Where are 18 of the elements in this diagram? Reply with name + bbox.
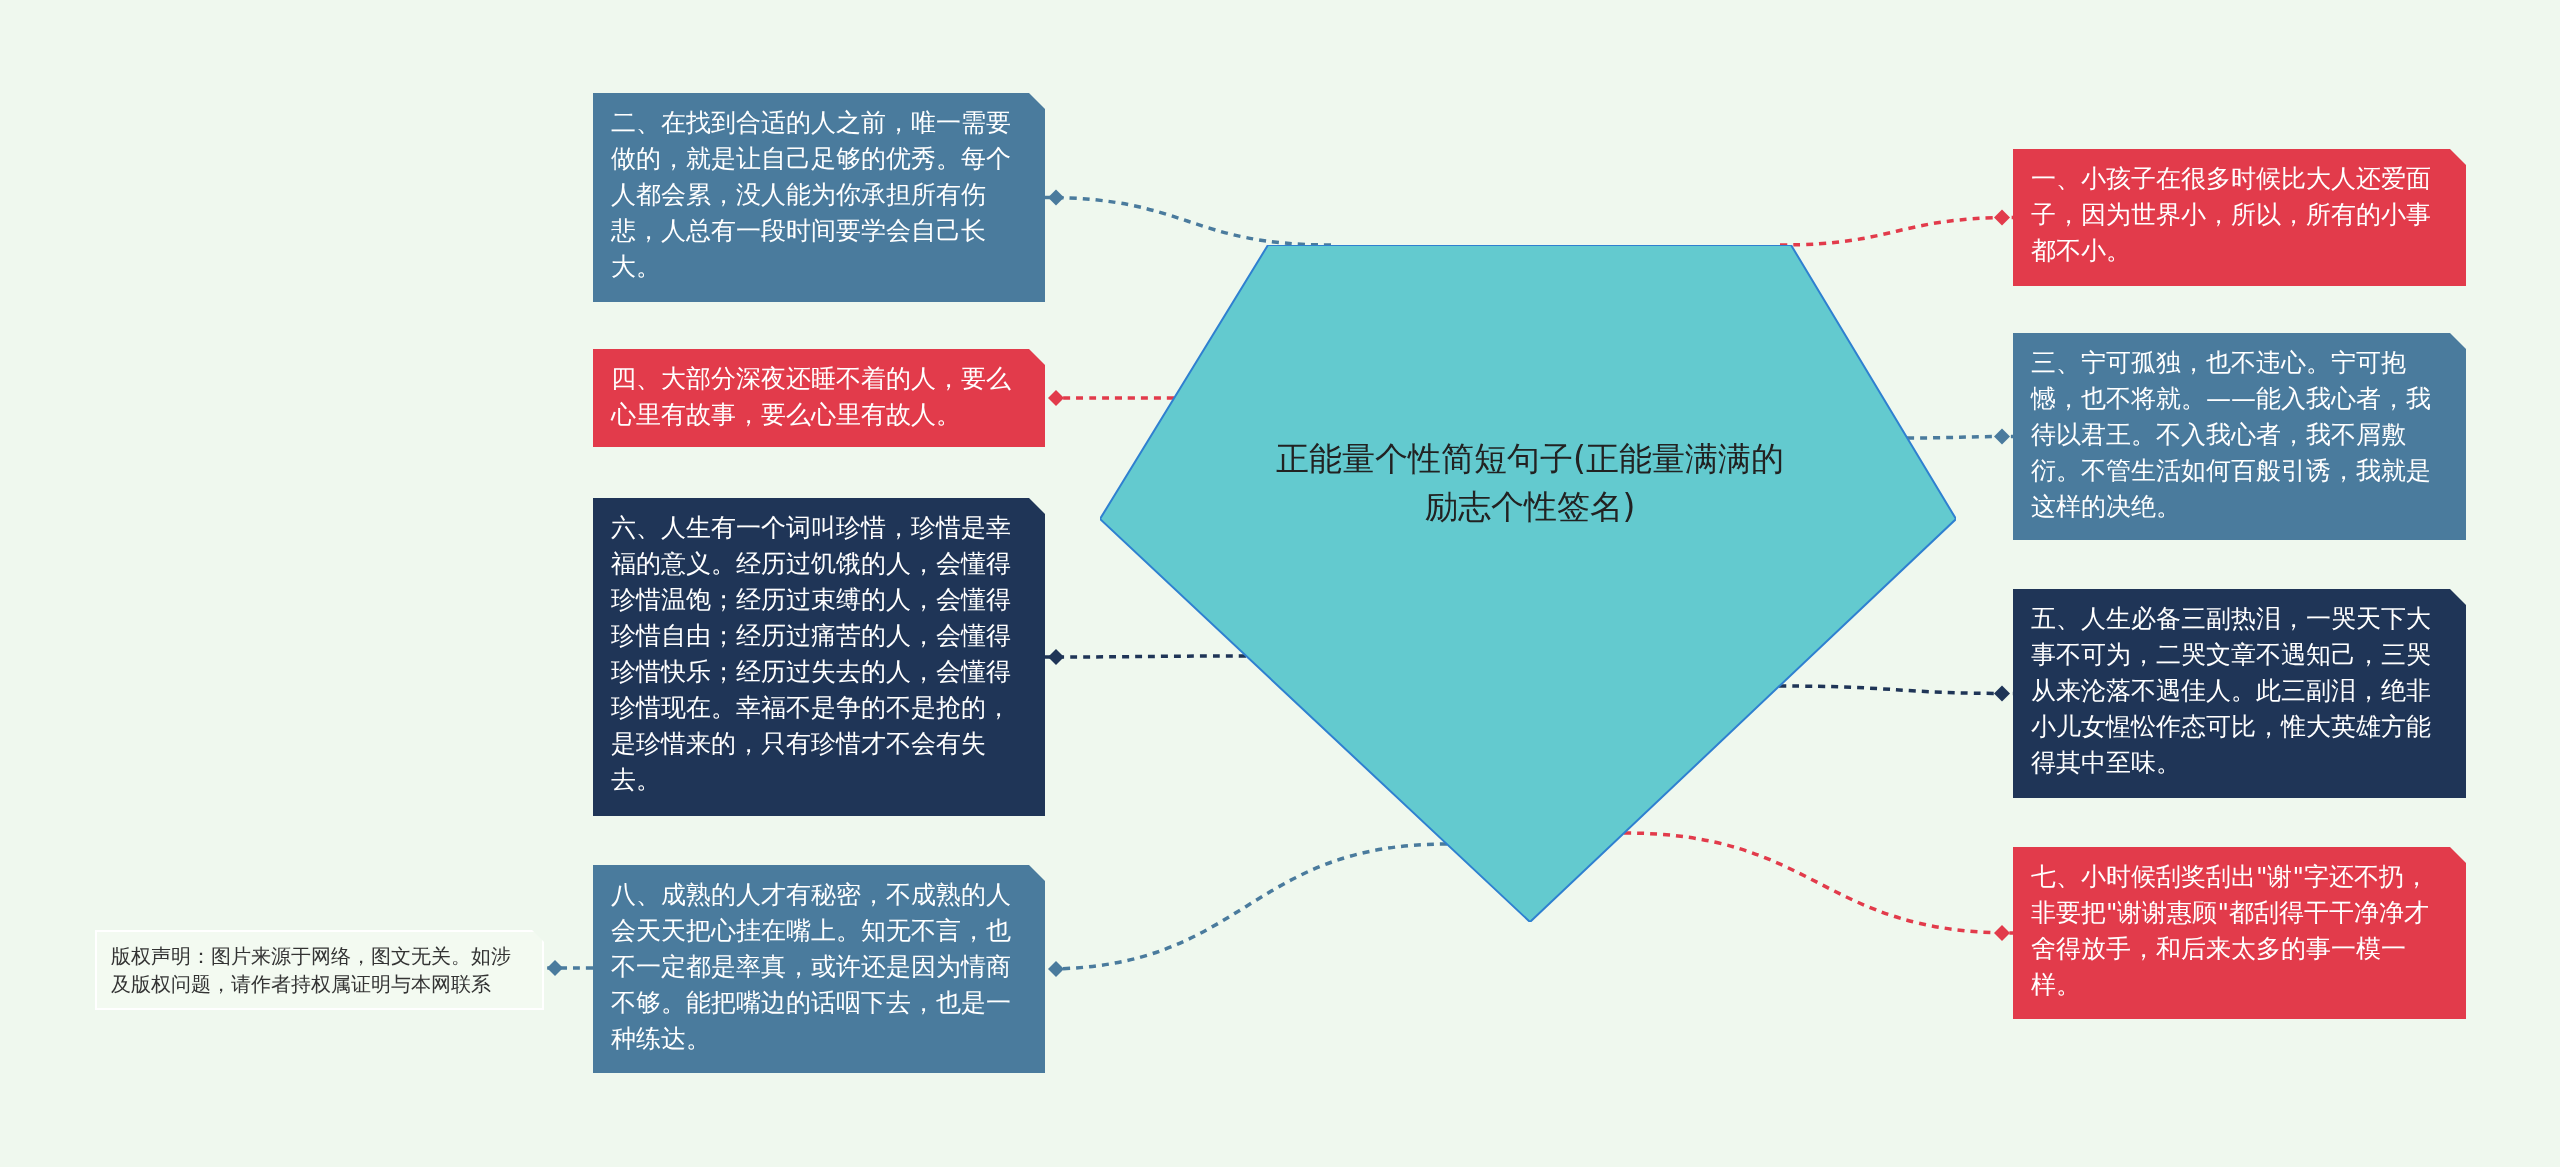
text-card: 七、小时候刮奖刮出"谢"字还不扔，非要把"谢谢惠顾"都刮得干干净净才舍得放手，和后来太多的事一模一样。 [2013,847,2466,1019]
text-card: 三、宁可孤独，也不违心。宁可抱憾，也不将就。——能入我心者，我待以君王。不入我心者，我不屑敷衍。不管生活如何百般引诱，我就是这样的决绝。 [2013,333,2466,540]
connector [1623,831,2014,941]
connector [1779,209,2014,247]
connector [1907,428,2013,445]
connector [1045,649,1246,665]
connector [1044,189,1332,247]
connector [544,960,593,976]
text-card: 四、大部分深夜还睡不着的人，要么心里有故事，要么心里有故人。 [593,349,1045,447]
text-card: 一、小孩子在很多时候比大人还爱面子，因为世界小，所以，所有的小事都不小。 [2013,149,2466,286]
connector [1779,684,2013,702]
center-topic-pentagon [1100,245,1956,922]
text-card: 八、成熟的人才有秘密，不成熟的人会天天把心挂在嘴上。知无不言，也不一定都是率真，或许还是因为情商不够。能把嘴边的话咽下去，也是一种练达。 [593,865,1045,1073]
text-card: 五、人生必备三副热泪，一哭天下大事不可为，二哭文章不遇知己，三哭从来沦落不遇佳人。此三副泪，绝非小儿女惺忪作态可比，惟大英雄方能得其中至味。 [2013,589,2466,798]
text-card: 六、人生有一个词叫珍惜，珍惜是幸福的意义。经历过饥饿的人，会懂得珍惜温饱；经历过束缚的人，会懂得珍惜自由；经历过痛苦的人，会懂得珍惜快乐；经历过失去的人，会懂得珍惜现在。幸福不是争的不是抢的，是珍惜来的，只有珍惜才不会有失去。 [593,498,1045,816]
topic-text: 正能量个性简短句子(正能量满满的励志个性签名) [1275,438,1785,528]
note-card: 版权声明：图片来源于网络，图文无关。如涉及版权问题，请作者持权属证明与本网联系 [95,930,544,1010]
text-card: 二、在找到合适的人之前，唯一需要做的，就是让自己足够的优秀。每个人都会累，没人能为你承担所有伤悲，人总有一段时间要学会自己长大。 [593,93,1045,302]
